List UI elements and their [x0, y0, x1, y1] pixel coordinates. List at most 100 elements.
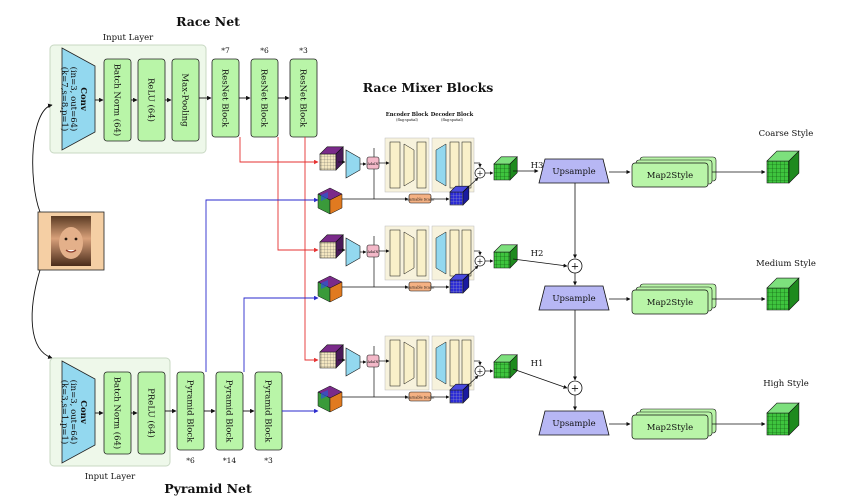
resnet-block-3-mult: *3	[299, 46, 308, 55]
map2style-block	[631, 283, 717, 315]
pyramid-conv-title: Conv	[78, 400, 88, 425]
svg-text:Batch Norm (64): Batch Norm (64)	[112, 64, 123, 137]
scaled-feature-cube	[449, 185, 470, 206]
svg-text:Batch Norm (64): Batch Norm (64)	[112, 377, 123, 450]
pyramid-prelu-block: PReLU (64)	[137, 371, 166, 455]
output-arrows	[513, 169, 766, 174]
race-input-layer-label: Input Layer	[103, 33, 154, 43]
style-output-cube	[766, 277, 800, 311]
mixer-output-cube	[493, 354, 518, 379]
encoder-block	[384, 137, 430, 193]
map2style-label: Map2Style	[647, 298, 693, 308]
pyramid-block-3-mult: *3	[264, 456, 273, 465]
race-batchnorm-block: Batch Norm (64)	[103, 58, 132, 142]
style-label: Coarse Style	[759, 129, 814, 139]
map2style-block	[631, 408, 717, 440]
pyramid-block-2-mult: *14	[223, 456, 237, 465]
encoder-subtitle: (flag:spatial)	[396, 118, 418, 122]
resnet-block-2-mult: *6	[260, 46, 269, 55]
pyramid-feature-cube	[317, 187, 343, 215]
upsample-block	[538, 410, 610, 436]
add-symbol: +	[477, 257, 484, 266]
race-conv-params2: (k=7,s=8,p=1)	[59, 67, 70, 132]
race-conv-block: Conv (in=3, out=64) (k=7,s=8,p=1)	[59, 47, 96, 151]
add-symbol: +	[477, 367, 484, 376]
svg-text:ResNet Block: ResNet Block	[220, 69, 230, 128]
pyramid-feature-cube	[317, 275, 343, 303]
resnet-block-1: ResNet Block *7	[211, 46, 240, 138]
mixer-arrows	[338, 346, 494, 399]
svg-text:ResNet Block: ResNet Block	[259, 69, 269, 128]
style-output-cube	[766, 402, 800, 436]
learnable-scalar	[408, 193, 432, 204]
map2style-label: Map2Style	[647, 171, 693, 181]
pyramid-to-mixer-arrows	[205, 197, 319, 414]
pyramid-block-2: Pyramid Block *14	[215, 371, 244, 465]
resnet-block-3: ResNet Block *3	[289, 46, 318, 138]
merge-add-node	[567, 380, 583, 396]
mixer-arrows	[338, 148, 494, 201]
race-to-mixer-arrows	[239, 137, 319, 363]
output-arrows	[512, 258, 766, 301]
adain-label: AdaIN	[367, 360, 379, 364]
svg-text:Pyramid Block: Pyramid Block	[263, 380, 273, 443]
pyramid-conv-block: Conv (in=3, out=64) (k=3,s=1,p=1)	[59, 360, 96, 464]
race-feature-cube	[319, 146, 344, 171]
race-maxpool-block: Max-Pooling	[171, 58, 200, 142]
svg-text:ResNet Block: ResNet Block	[298, 69, 308, 128]
svg-text:Pyramid Block: Pyramid Block	[185, 380, 195, 443]
pyramid-block-3: Pyramid Block *3	[254, 371, 283, 465]
map2style-label: Map2Style	[647, 423, 693, 433]
encoder-block	[384, 225, 430, 281]
decoder-title: Decoder Block	[431, 112, 474, 118]
mixer-title: Race Mixer Blocks	[363, 80, 494, 95]
decoder-subtitle: (flag:spatial)	[441, 118, 463, 122]
learnable-scalar	[408, 391, 432, 402]
upsample-label: Upsample	[552, 294, 595, 304]
upsample-label: Upsample	[552, 167, 595, 177]
svg-text:ReLU (64): ReLU (64)	[146, 78, 157, 122]
output-arrows	[512, 368, 766, 426]
merge-add-symbol: +	[571, 384, 579, 395]
svg-text:Pyramid Block: Pyramid Block	[224, 380, 234, 443]
adain-label: AdaIN	[367, 162, 379, 166]
resnet-block-1-mult: *7	[221, 46, 230, 55]
decoder-block	[431, 335, 475, 391]
scaled-feature-cube	[449, 273, 470, 294]
learnable-scalar	[408, 281, 432, 292]
race-conv-params1: (in=3, out=64)	[68, 67, 79, 132]
upsample-label: Upsample	[552, 419, 595, 429]
mixer-conv	[345, 347, 361, 377]
style-label: Medium Style	[756, 259, 816, 269]
mixer-output-cube	[493, 156, 518, 181]
image-to-pyramid-arrow	[31, 269, 53, 359]
mixer-conv	[345, 237, 361, 267]
learnable-scalar-label: Learnable Scalar	[405, 198, 435, 202]
mixer-output-cube	[493, 244, 518, 269]
pyramid-batchnorm-block: Batch Norm (64)	[103, 371, 132, 455]
head-label: H3	[531, 161, 544, 171]
race-feature-cube	[319, 344, 344, 369]
encoder-title: Encoder Block	[386, 112, 429, 118]
mixer-conv	[345, 149, 361, 179]
merge-add-node	[567, 258, 583, 274]
pyramid-net-title: Pyramid Net	[164, 481, 252, 496]
pyramid-feature-cube	[317, 385, 343, 413]
mixer-arrows	[338, 236, 494, 289]
pyramid-conv-params1: (in=3, out=64)	[68, 380, 79, 445]
race-conv-title: Conv	[78, 87, 88, 112]
svg-text:Max-Pooling: Max-Pooling	[180, 73, 190, 127]
pyramid-input-layer-label: Input Layer	[85, 472, 136, 482]
upsample-block	[538, 158, 610, 184]
pyramid-input-layer: Input Layer Conv (in=3, out=64) (k=3,s=1…	[49, 357, 171, 482]
pyramid-block-1: Pyramid Block *6	[176, 371, 205, 465]
input-face-image	[37, 211, 105, 271]
